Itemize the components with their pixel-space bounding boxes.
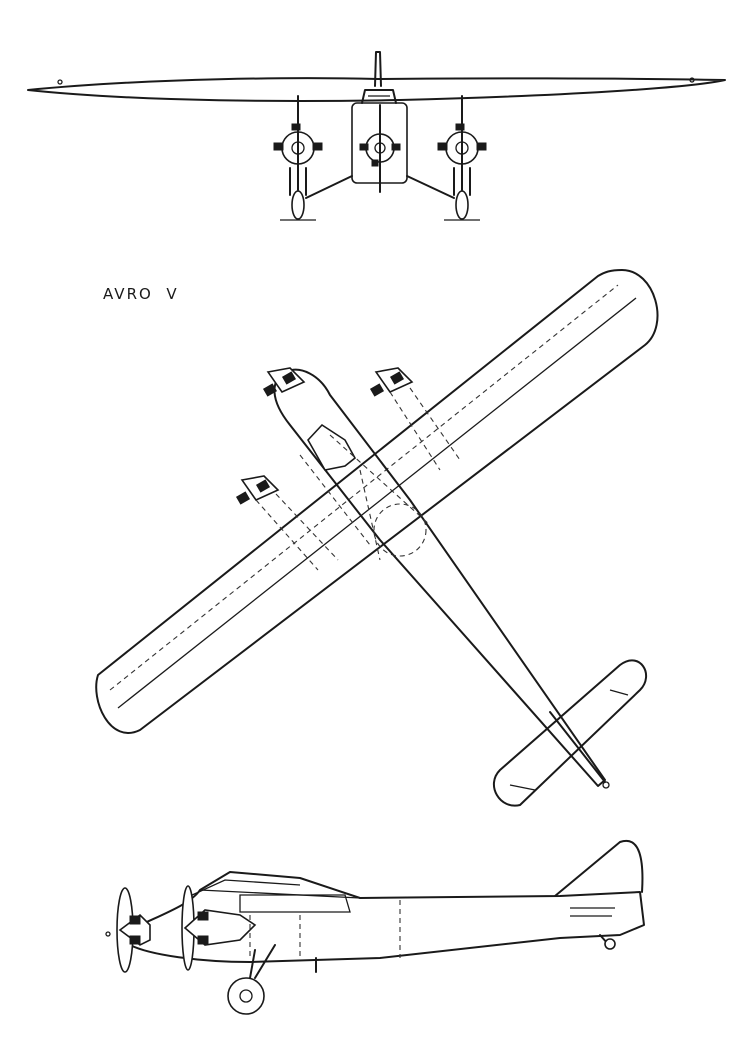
front-wing — [27, 77, 726, 102]
top-tailplane — [493, 659, 647, 807]
front-left-engine — [273, 95, 323, 221]
side-wheel — [227, 977, 265, 1015]
top-cockpit — [307, 423, 357, 471]
top-right-engine — [369, 367, 461, 471]
front-view — [27, 51, 726, 221]
side-tail-fin — [554, 839, 644, 897]
side-view — [105, 839, 645, 1015]
side-fuselage — [129, 871, 645, 963]
top-fuselage — [273, 368, 606, 787]
side-wing-engine — [181, 885, 257, 971]
side-nose-engine — [105, 887, 151, 973]
top-nose-engine — [262, 367, 306, 397]
top-view — [95, 269, 659, 807]
aircraft-title: AVRO V — [103, 285, 179, 303]
top-left-engine — [235, 475, 339, 571]
front-fin — [374, 51, 382, 87]
front-right-engine — [437, 95, 487, 221]
top-wing — [95, 269, 659, 734]
